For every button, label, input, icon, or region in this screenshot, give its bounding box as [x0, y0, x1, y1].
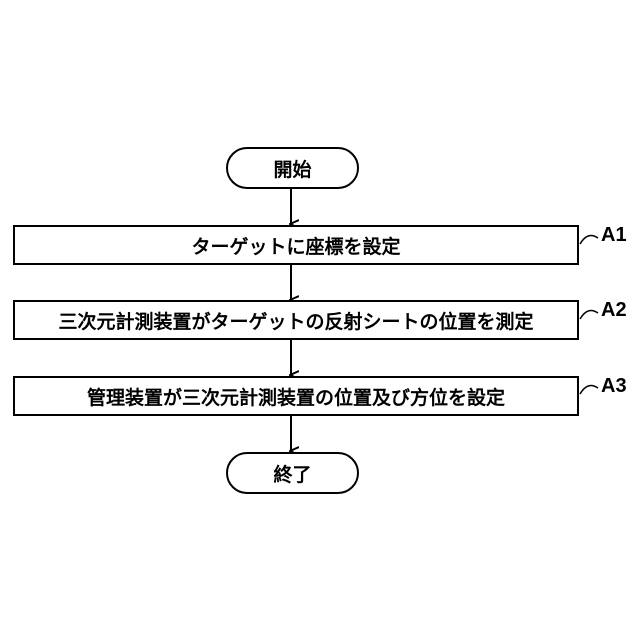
step-text-a3: 管理装置が三次元計測装置の位置及び方位を設定 [87, 383, 505, 410]
step-text-a2: 三次元計測装置がターゲットの反射シートの位置を測定 [58, 307, 533, 334]
start-label: 開始 [273, 155, 311, 182]
step-box-a2: 三次元計測装置がターゲットの反射シートの位置を測定 [13, 300, 579, 340]
end-terminal: 終了 [226, 452, 359, 494]
start-terminal: 開始 [226, 147, 359, 189]
leader-a1 [580, 236, 598, 244]
leader-a3 [580, 386, 598, 394]
step-text-a1: ターゲットに座標を設定 [191, 232, 400, 259]
step-box-a1: ターゲットに座標を設定 [13, 225, 579, 265]
step-id-a2: A2 [601, 299, 627, 322]
leader-a2 [580, 311, 598, 319]
end-label: 終了 [273, 460, 311, 487]
step-id-a1: A1 [601, 224, 627, 247]
step-id-a3: A3 [601, 375, 627, 398]
step-box-a3: 管理装置が三次元計測装置の位置及び方位を設定 [13, 376, 579, 416]
